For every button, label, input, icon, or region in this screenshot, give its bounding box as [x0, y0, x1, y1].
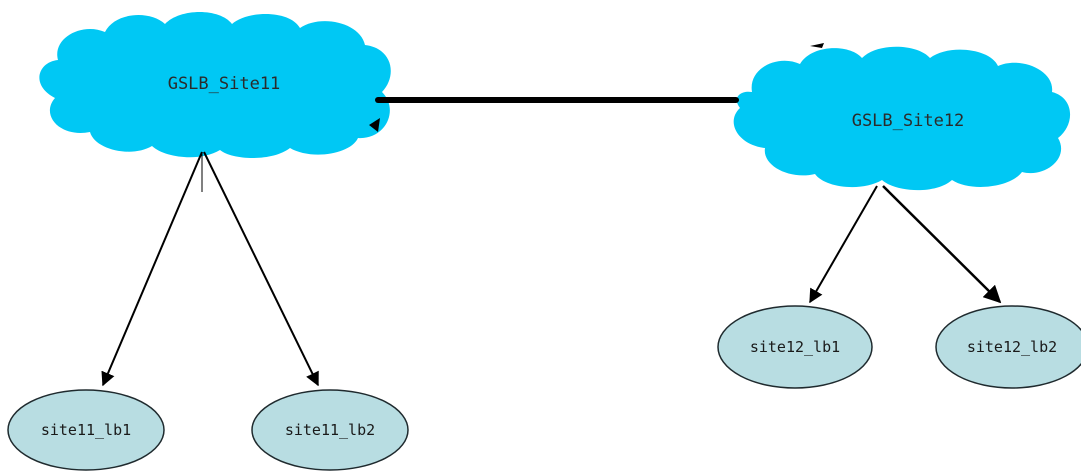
- cloud-shape: [39, 12, 391, 158]
- edge-site11-lb1: [101, 151, 203, 387]
- edge-site12-lb2: [882, 185, 1002, 304]
- edge-site12-lb1: [809, 185, 878, 304]
- node-ellipse: [7, 389, 165, 471]
- node-site12-lb2[interactable]: site12_lb2: [935, 305, 1081, 389]
- node-ellipse: [251, 389, 409, 471]
- link-mark-left: [369, 118, 380, 132]
- node-site11-lb1[interactable]: site11_lb1: [7, 389, 165, 471]
- cloud-label: GSLB_Site11: [168, 74, 281, 94]
- node-label: site11_lb1: [41, 421, 131, 439]
- link-mark-top: [810, 43, 824, 48]
- node-ellipse: [935, 305, 1081, 389]
- node-ellipse: [717, 305, 873, 389]
- edge-site11-lb2: [203, 151, 319, 387]
- node-label: site12_lb1: [750, 338, 840, 356]
- node-site12-lb1[interactable]: site12_lb1: [717, 305, 873, 389]
- cloud-label: GSLB_Site12: [852, 111, 965, 131]
- node-label: site11_lb2: [285, 421, 375, 439]
- cloud-gslb-site11[interactable]: GSLB_Site11: [39, 12, 391, 158]
- cloud-shape: [733, 46, 1071, 191]
- node-label: site12_lb2: [967, 338, 1057, 356]
- node-site11-lb2[interactable]: site11_lb2: [251, 389, 409, 471]
- cloud-gslb-site12[interactable]: GSLB_Site12: [733, 46, 1071, 191]
